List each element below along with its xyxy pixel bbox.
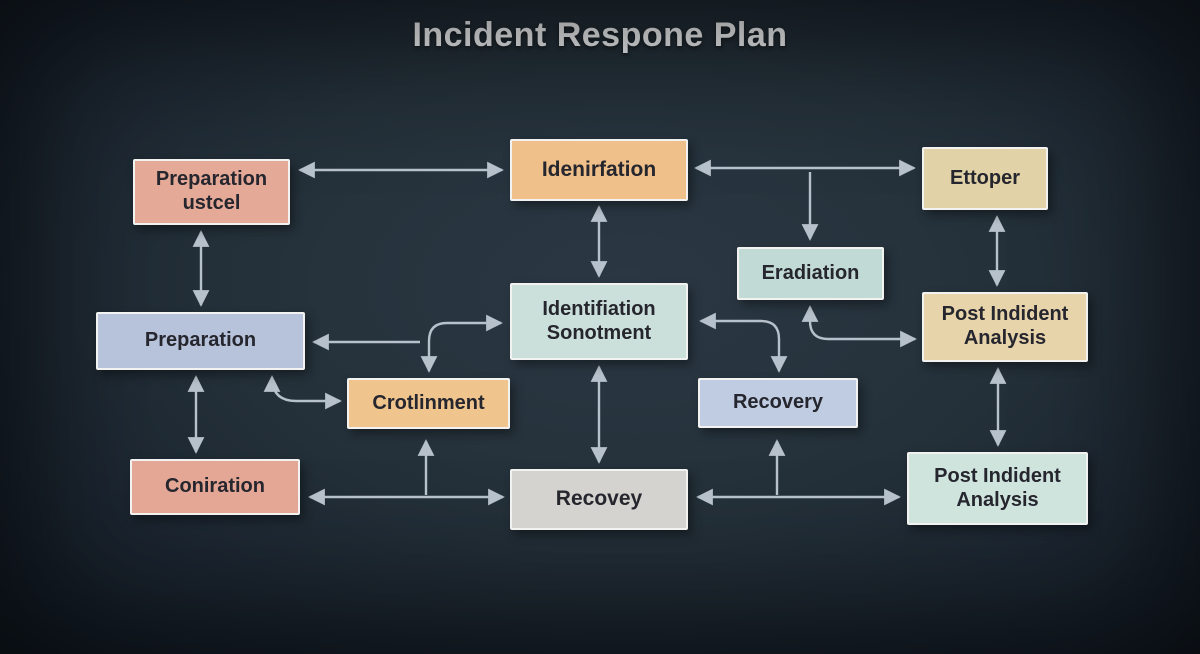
edge-sonotment-recovery: [699, 312, 788, 373]
node-idenirfation: Idenirfation: [510, 139, 688, 201]
node-identifiation-sonotment: Identifiation Sonotment: [510, 283, 688, 360]
node-recovery: Recovery: [698, 378, 858, 428]
node-preparation: Preparation: [96, 312, 305, 370]
edge-preparation-crotlinment: [263, 375, 342, 410]
node-coniration: Coniration: [130, 459, 300, 515]
edge-crotlinment-sonotment: [420, 314, 503, 373]
node-eradiation: Eradiation: [737, 247, 884, 300]
node-crotlinment: Crotlinment: [347, 378, 510, 429]
edge-eradiation-post-indident-1: [801, 305, 917, 348]
node-recovey: Recovey: [510, 469, 688, 530]
diagram-title: Incident Respone Plan: [412, 16, 788, 54]
node-preparation-ustcel: Preparation ustcel: [133, 159, 290, 225]
node-ettoper: Ettoper: [922, 147, 1048, 210]
node-post-indident-analysis-2: Post Indident Analysis: [907, 452, 1088, 525]
node-post-indident-analysis-1: Post Indident Analysis: [922, 292, 1088, 362]
